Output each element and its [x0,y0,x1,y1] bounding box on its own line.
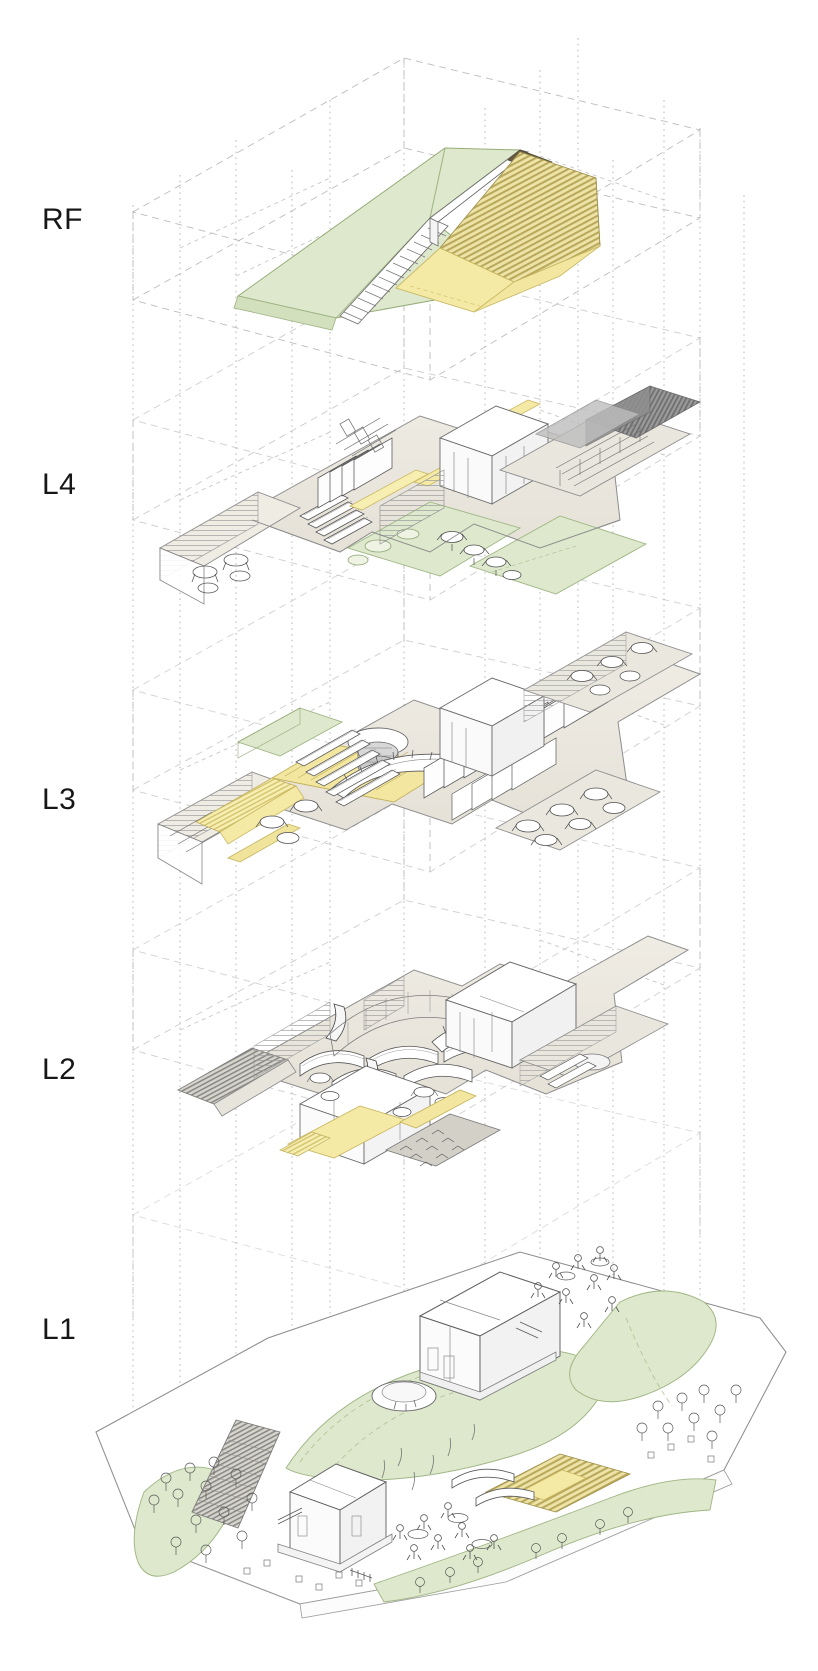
l1-amber-deck-yellow [518,1469,588,1501]
level-l3-geometry [156,631,702,885]
l1-lawn-south [373,1478,717,1603]
l2-grey-seating-block [384,1113,502,1167]
l1-bollards [243,1435,715,1591]
roof-stair-run [339,217,449,325]
roof-green-skirt [233,295,337,331]
l3-book-stacks-second-row [451,737,557,821]
l4-east-grey-slab [535,399,641,449]
l3-ne-study-tables [566,642,658,696]
l4-skylight-oculi [347,528,420,566]
l4-stepped-seats [555,423,655,487]
l2-nw-screen2 [363,975,405,1031]
l2-yellow-ramp-steps [279,1131,331,1157]
l4-bookshelf-bank [317,437,393,509]
l1-plaza-people-ne [530,1246,622,1329]
level-l2-geometry [177,935,690,1167]
l1-plaza-benches [451,1468,535,1507]
l4-west-tables [191,553,251,594]
l4-terrace-tables [436,531,522,580]
l2-east-screen [519,1005,617,1087]
l1-tree-cluster-east [636,1384,742,1449]
level-rf-geometry [233,147,601,331]
l3-terrace-rail [237,707,301,759]
level-l1-geometry [95,1246,787,1619]
l1-entry-plinth [419,1351,557,1401]
l1-step-treads [197,1439,273,1513]
l3-ramp-tail [219,785,305,845]
l4-reading-pods [335,417,397,457]
l1-public-steps [191,1419,281,1529]
l4-yellow-ramp-lower [349,469,429,511]
level-label-rf: RF [42,203,83,236]
l2-east-shelves [539,1053,597,1089]
level-label-l2: L2 [42,1053,77,1086]
level-label-l1: L1 [42,1313,77,1346]
l2-yellow-ramp-upper [399,1089,477,1129]
l3-west-tables [255,799,323,844]
l1-plaza-people-centre [392,1502,502,1561]
l2-grey-seating-chairs [399,1129,465,1167]
level-label-l4: L4 [42,468,77,501]
l2-west-platform [213,1059,297,1117]
l1-water-feature [371,1380,437,1412]
l3-book-stacks-left [295,728,401,807]
level-label-l3: L3 [42,783,77,816]
l4-terrace-louvers [379,469,445,545]
l1-lawn-east [569,1290,717,1403]
l1-tree-cluster-south [415,1507,633,1593]
level-l4-geometry [158,385,701,605]
l1-tree-cluster-west [148,1456,258,1563]
l3-se-tables [511,787,626,846]
l2-nw-screen [253,1001,331,1079]
l1-railings [277,1321,543,1582]
